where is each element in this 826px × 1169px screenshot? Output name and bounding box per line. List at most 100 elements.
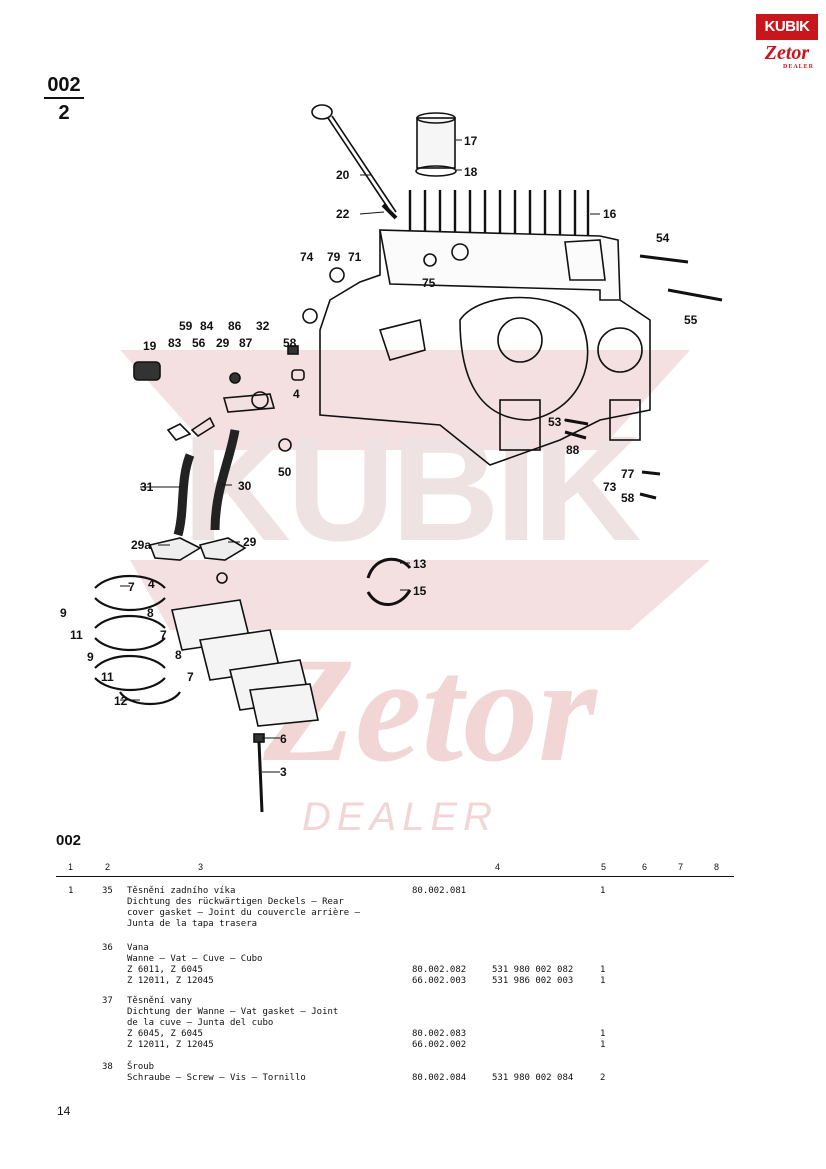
engine-block-drawing — [319, 229, 651, 466]
studs-right-drawing — [564, 254, 723, 500]
column-header-7: 7 — [678, 862, 684, 872]
row-37-desc-1: Dichtung der Wanne — Vat gasket — Joint — [127, 1007, 339, 1017]
callout-13: 13 — [413, 557, 427, 571]
row-38-position: 38 — [102, 1062, 113, 1072]
page-number: 14 — [57, 1104, 71, 1118]
callout-15: 15 — [413, 584, 427, 598]
row-37-part-number-b: 66.002.002 — [412, 1040, 467, 1050]
logo-tag: DEALER — [782, 64, 814, 70]
callout-54: 54 — [656, 231, 670, 245]
row-36-alt-number-b: 531 986 002 003 — [492, 976, 574, 986]
callout-20: 20 — [336, 168, 350, 182]
row-37-part-number-a: 80.002.083 — [412, 1029, 467, 1039]
callout-56: 56 — [192, 336, 206, 350]
callout-22: 22 — [336, 207, 350, 221]
row-36-position: 36 — [102, 943, 113, 953]
column-header-3: 3 — [198, 862, 204, 872]
bearing-bolt-drawing — [253, 733, 265, 813]
callout-88: 88 — [566, 443, 580, 457]
callout-58b: 58 — [621, 491, 635, 505]
column-header-8: 8 — [714, 862, 720, 872]
row-36-desc-0: Vana — [127, 943, 149, 953]
callout-7c: 7 — [187, 670, 194, 684]
callout-16: 16 — [603, 207, 617, 221]
callout-29: 29 — [216, 336, 230, 350]
callout-7b: 7 — [160, 628, 167, 642]
column-header-1: 1 — [68, 862, 74, 872]
callout-77: 77 — [621, 467, 635, 481]
callout-9b: 9 — [87, 650, 94, 664]
callout-9a: 9 — [60, 606, 67, 620]
row-35-position: 35 — [102, 886, 113, 896]
callout-55: 55 — [684, 313, 698, 327]
logo-sub-brand: Zetor — [764, 42, 810, 64]
section-number: 002 2 — [44, 74, 84, 124]
row-36-desc-3: Z 12011, Z 12045 — [127, 976, 214, 986]
callout-79: 79 — [327, 250, 341, 264]
callout-74: 74 — [300, 250, 314, 264]
callout-29a: 29a — [131, 538, 152, 552]
row-35-col1: 1 — [68, 886, 74, 896]
callout-6: 6 — [280, 732, 287, 746]
row-36-desc-1: Wanne — Vat — Cuve — Cubo — [127, 954, 263, 964]
column-header-6: 6 — [642, 862, 648, 872]
table-title: 002 — [56, 832, 82, 849]
row-35-qty: 1 — [600, 886, 606, 896]
callout-17: 17 — [464, 134, 478, 148]
engine-block-exploded-diagram — [94, 104, 723, 813]
leader-lines — [120, 139, 600, 773]
callout-3: 3 — [280, 765, 287, 779]
callout-8a: 8 — [147, 606, 154, 620]
row-37-desc-4: Z 12011, Z 12045 — [127, 1040, 214, 1050]
main-bearing-caps-drawing — [171, 599, 319, 727]
row-37-qty-b: 1 — [600, 1040, 606, 1050]
callout-32: 32 — [256, 319, 270, 333]
callout-31: 31 — [140, 480, 154, 494]
section-number-top: 002 — [44, 74, 84, 99]
row-38-alt-number: 531 980 002 084 — [492, 1073, 574, 1083]
bearing-shells-drawing — [94, 574, 181, 705]
callout-75: 75 — [422, 276, 436, 290]
callout-11a: 11 — [70, 628, 83, 642]
row-37-desc-3: Z 6045, Z 6045 — [127, 1029, 203, 1039]
row-37-qty-a: 1 — [600, 1029, 606, 1039]
watermark-sub-brand: Zetor — [262, 627, 598, 793]
row-38-desc-0: Šroub — [127, 1062, 155, 1072]
callout-83: 83 — [168, 336, 182, 350]
callout-73: 73 — [603, 480, 617, 494]
callout-71: 71 — [348, 250, 362, 264]
callout-18: 18 — [464, 165, 478, 179]
callout-4: 4 — [293, 387, 300, 401]
column-header-5: 5 — [601, 862, 607, 872]
logo-brand: KUBIK — [756, 14, 818, 40]
hose-flanges-drawing — [148, 537, 247, 584]
callout-7a: 7 — [128, 580, 135, 594]
callout-12: 12 — [114, 694, 128, 708]
callout-30: 30 — [238, 479, 252, 493]
column-header-4: 4 — [495, 862, 501, 872]
kubik-zetor-watermark: KUBIK Zetor DEALER — [120, 350, 710, 839]
thrust-washers-drawing — [366, 557, 412, 606]
watermark-tag: DEALER — [302, 795, 498, 839]
row-36-qty-a: 1 — [600, 965, 606, 975]
callout-8b: 8 — [175, 648, 182, 662]
callout-29b: 29 — [243, 535, 257, 549]
row-35-desc-1: Dichtung des rückwärtigen Deckels — Rear — [127, 897, 344, 907]
hoses-drawing — [173, 429, 240, 537]
kubik-zetor-logo: KUBIK Zetor DEALER — [756, 14, 818, 70]
header-rule — [56, 876, 734, 877]
small-parts-drawing — [133, 267, 345, 452]
dipstick-drawing — [311, 104, 398, 220]
row-36-part-number-a: 80.002.082 — [412, 965, 467, 975]
callout-53: 53 — [548, 415, 562, 429]
row-37-desc-0: Těsnění vany — [127, 996, 193, 1006]
row-35-desc-3: Junta de la tapa trasera — [127, 919, 258, 929]
row-38-qty: 2 — [600, 1073, 606, 1083]
callout-59: 59 — [179, 319, 193, 333]
callout-4b: 4 — [148, 577, 155, 591]
callout-58: 58 — [283, 336, 297, 350]
callout-84: 84 — [200, 319, 214, 333]
callout-86: 86 — [228, 319, 242, 333]
row-36-desc-2: Z 6011, Z 6045 — [127, 965, 203, 975]
callout-11b: 11 — [101, 670, 114, 684]
